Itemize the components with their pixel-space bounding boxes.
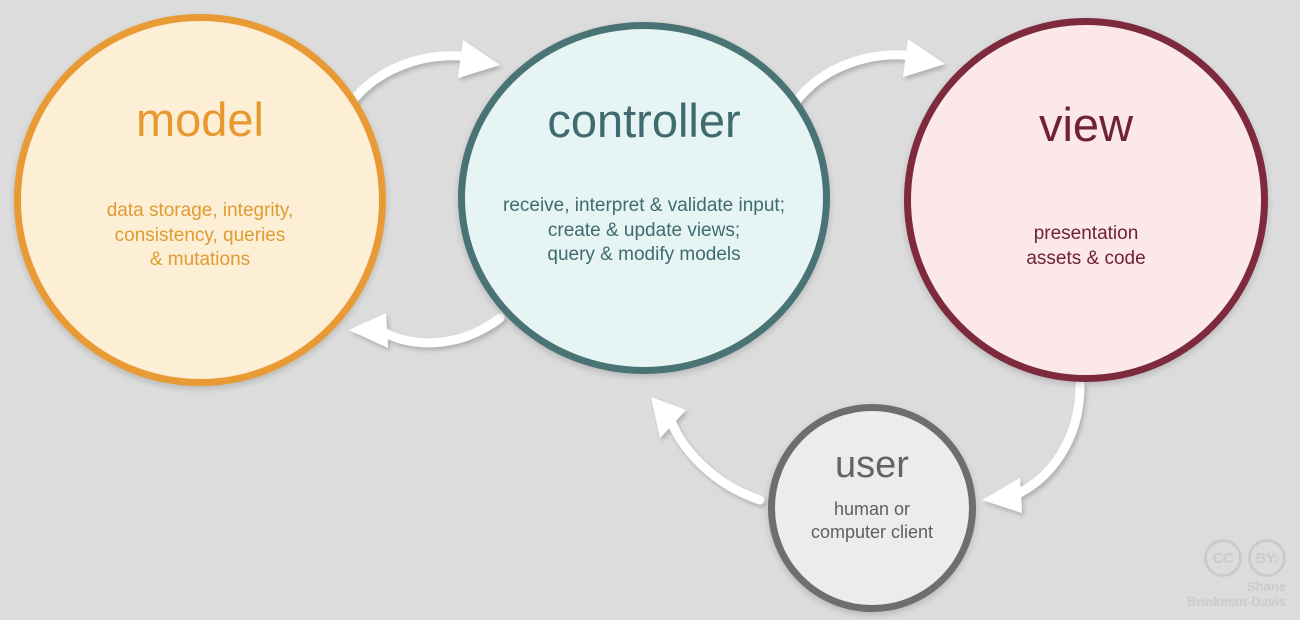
node-model-title: model (135, 93, 264, 146)
node-model-desc-line: & mutations (149, 249, 251, 271)
node-user-desc-line: computer client (810, 522, 934, 543)
attribution-by-icon: BY: (1248, 539, 1286, 578)
node-view-description: presentation assets & code (1026, 222, 1145, 271)
creative-commons-icon: CC (1204, 539, 1242, 578)
node-model[interactable]: model data storage, integrity, consisten… (14, 14, 386, 386)
creative-commons-badges: CC BY: (1168, 539, 1286, 578)
node-user[interactable]: user human or computer client (768, 404, 976, 612)
attribution-name-line1: Shane (1246, 579, 1286, 595)
node-controller-desc-line: query & modify models (547, 244, 741, 266)
arrow-controller-to-view (790, 39, 945, 108)
attribution: CC BY: Shane Brinkman-Davis (1168, 539, 1286, 610)
node-controller-title: controller (547, 94, 741, 147)
node-view-title: view (1038, 98, 1134, 151)
node-model-desc-line: data storage, integrity, (106, 200, 294, 221)
node-controller[interactable]: controller receive, interpret & validate… (458, 22, 830, 374)
node-model-description: data storage, integrity, consistency, qu… (107, 199, 294, 273)
node-controller-desc-line: create & update views; (547, 219, 741, 241)
arrow-controller-to-model (349, 313, 505, 348)
node-controller-desc-line: receive, interpret & validate input; (503, 195, 785, 216)
node-view-desc-line: assets & code (1026, 247, 1146, 269)
node-view-desc-line: presentation (1033, 223, 1139, 244)
node-user-title: user (835, 444, 909, 486)
arrow-user-to-controller (651, 397, 765, 505)
node-user-description: human or computer client (811, 498, 933, 545)
arrow-model-to-controller (343, 40, 500, 112)
arrow-view-to-user (982, 380, 1085, 513)
node-view[interactable]: view presentation assets & code (904, 18, 1268, 382)
node-controller-description: receive, interpret & validate input; cre… (503, 194, 785, 268)
attribution-name-line2: Brinkman-Davis (1187, 594, 1286, 610)
node-user-desc-line: human or (833, 499, 911, 519)
node-model-desc-line: consistency, queries (114, 224, 286, 246)
